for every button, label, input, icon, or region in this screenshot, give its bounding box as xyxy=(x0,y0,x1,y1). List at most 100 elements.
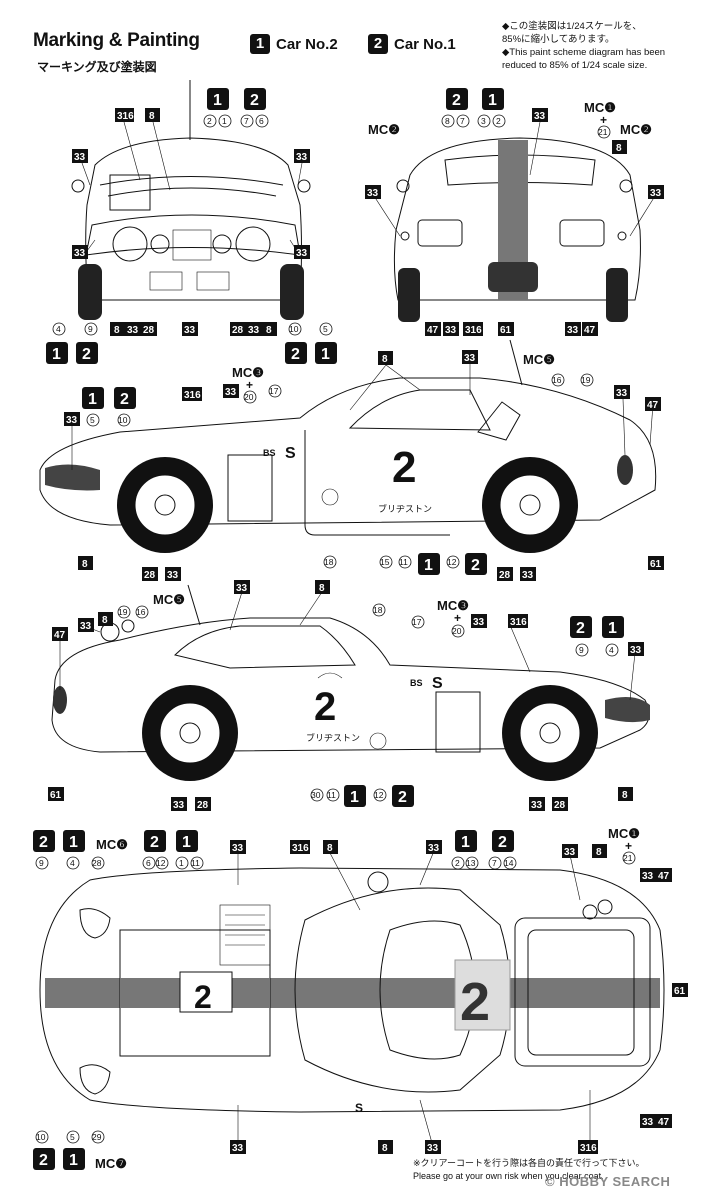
leader-lines xyxy=(59,121,656,1144)
s-decal: S xyxy=(285,445,296,462)
decal-number-badge-icon: 33 xyxy=(246,322,262,336)
decal-number-badge-icon: 8 xyxy=(315,580,330,594)
svg-text:33: 33 xyxy=(66,415,78,426)
svg-text:33: 33 xyxy=(567,325,579,336)
svg-text:61: 61 xyxy=(50,790,62,801)
svg-text:12: 12 xyxy=(447,557,457,567)
clear-coat-note: ※クリアーコートを行う際は各自の責任で行って下さい。 Please go at … xyxy=(413,1157,645,1183)
svg-text:28: 28 xyxy=(92,858,102,868)
svg-text:8: 8 xyxy=(616,143,622,154)
svg-text:4: 4 xyxy=(609,645,614,655)
rear-view xyxy=(393,137,641,322)
decal-number-badge-icon: 33 xyxy=(78,618,94,632)
svg-text:33: 33 xyxy=(232,843,244,854)
car-number-badge-icon: 1 xyxy=(82,387,104,409)
circled-callouts: 2 1 7 6 8 7 3 2 21 4 9 10 5 5 10 20 17 1… xyxy=(35,114,636,1144)
svg-text:MC❶: MC❶ xyxy=(584,100,616,115)
svg-text:47: 47 xyxy=(427,325,439,336)
decal-number-badge-icon: 33 xyxy=(294,149,310,163)
decal-number-badge-icon: 33 xyxy=(294,245,310,259)
car-number-badge-icon: 1 xyxy=(602,616,624,638)
decal-number-badge-icon: 33 xyxy=(628,642,644,656)
clear-coat-note-en: Please go at your own risk when you clea… xyxy=(413,1171,604,1181)
scale-note: ◆この塗装図は1/24スケールを、 85%に縮小してあります。 ◆This pa… xyxy=(502,20,698,72)
decal-number-badge-icon: 28 xyxy=(497,567,513,581)
decal-number-badge-icon: 316 xyxy=(115,108,134,122)
sponsor-decal: ブリヂストン xyxy=(378,503,432,514)
svg-text:8: 8 xyxy=(382,354,388,365)
decal-number-badge-icon: 33 xyxy=(532,108,548,122)
bs-decal: BS xyxy=(263,448,276,458)
svg-text:47: 47 xyxy=(658,871,670,882)
car-number-badge-icon: 1 xyxy=(455,830,477,852)
svg-text:1: 1 xyxy=(213,92,222,109)
decal-number-badge-icon: 33 xyxy=(640,868,656,882)
svg-text:33: 33 xyxy=(225,387,237,398)
svg-text:MC❺: MC❺ xyxy=(523,352,555,367)
svg-text:3: 3 xyxy=(481,116,486,126)
svg-text:1: 1 xyxy=(69,1152,78,1169)
decal-number-badge-icon: 33 xyxy=(425,1140,441,1154)
svg-text:4: 4 xyxy=(70,858,75,868)
decal-number-badge-icon: 33 xyxy=(565,322,581,336)
decal-number-badge-icon: 316 xyxy=(578,1140,598,1154)
svg-text:16: 16 xyxy=(552,375,562,385)
decal-number-badge-icon: 33 xyxy=(443,322,459,336)
race-number-decal: 2 xyxy=(460,972,490,1032)
svg-text:15: 15 xyxy=(380,557,390,567)
svg-text:10: 10 xyxy=(36,1132,46,1142)
svg-text:8: 8 xyxy=(149,111,155,122)
bs-decal: BS xyxy=(410,678,423,688)
svg-text:5: 5 xyxy=(90,415,95,425)
car-number-badge-icon: 2 xyxy=(33,1148,55,1170)
decal-number-badge-icon: 33 xyxy=(426,840,442,854)
decal-number-badge-icon: 61 xyxy=(498,322,514,336)
svg-text:5: 5 xyxy=(323,324,328,334)
race-number-decal: 2 xyxy=(194,979,212,1015)
svg-text:1: 1 xyxy=(182,834,191,851)
svg-text:61: 61 xyxy=(674,986,686,997)
svg-text:33: 33 xyxy=(236,583,248,594)
svg-text:8: 8 xyxy=(445,116,450,126)
svg-text:6: 6 xyxy=(259,116,264,126)
svg-text:2: 2 xyxy=(576,620,585,637)
svg-text:19: 19 xyxy=(118,607,128,617)
race-number-decal: 2 xyxy=(314,685,336,729)
scale-note-line: ◆This paint scheme diagram has been xyxy=(502,47,666,58)
decal-number-badge-icon: 47 xyxy=(645,397,661,411)
car-number-badge-icon: 2 xyxy=(368,34,388,54)
svg-text:11: 11 xyxy=(327,790,336,800)
decal-number-badge-icon: 28 xyxy=(552,797,568,811)
svg-text:6: 6 xyxy=(146,858,151,868)
decal-number-badge-icon: 47 xyxy=(425,322,441,336)
svg-text:33: 33 xyxy=(74,152,86,163)
svg-text:28: 28 xyxy=(144,570,156,581)
page-subtitle: マーキング及び塗装図 xyxy=(37,60,157,74)
car-number-badge-icon: 2 xyxy=(285,342,307,364)
svg-text:33: 33 xyxy=(464,353,476,364)
mc-labels: MC❶ + MC❷ MC❷ MC❸ + MC❺ MC❺ MC❸ + MC❻ MC… xyxy=(95,100,652,1171)
decal-number-badge-icon: 8 xyxy=(592,844,607,858)
car-number-badge-icon: 2 xyxy=(144,830,166,852)
svg-text:33: 33 xyxy=(74,248,86,259)
decal-number-badge-icon: 8 xyxy=(98,612,113,626)
decals: 2 2 2 2 ブリヂストン ブリヂストン S S BS BS S xyxy=(194,443,490,1115)
svg-text:61: 61 xyxy=(500,325,512,336)
svg-text:47: 47 xyxy=(647,400,659,411)
svg-text:33: 33 xyxy=(650,188,662,199)
svg-text:2: 2 xyxy=(250,92,259,109)
decal-number-badge-icon: 33 xyxy=(614,385,630,399)
svg-text:11: 11 xyxy=(399,557,408,567)
svg-text:2: 2 xyxy=(150,834,159,851)
svg-text:4: 4 xyxy=(56,324,61,334)
svg-text:33: 33 xyxy=(248,325,260,336)
svg-text:33: 33 xyxy=(232,1143,244,1154)
svg-text:8: 8 xyxy=(382,1143,388,1154)
svg-text:33: 33 xyxy=(428,843,440,854)
car-number-badge-icon: 1 xyxy=(46,342,68,364)
decal-number-badge-icon: 33 xyxy=(72,245,88,259)
svg-text:MC❸: MC❸ xyxy=(437,598,469,613)
decal-number-badge-icon: 33 xyxy=(529,797,545,811)
svg-text:7: 7 xyxy=(460,116,465,126)
svg-text:12: 12 xyxy=(156,858,166,868)
